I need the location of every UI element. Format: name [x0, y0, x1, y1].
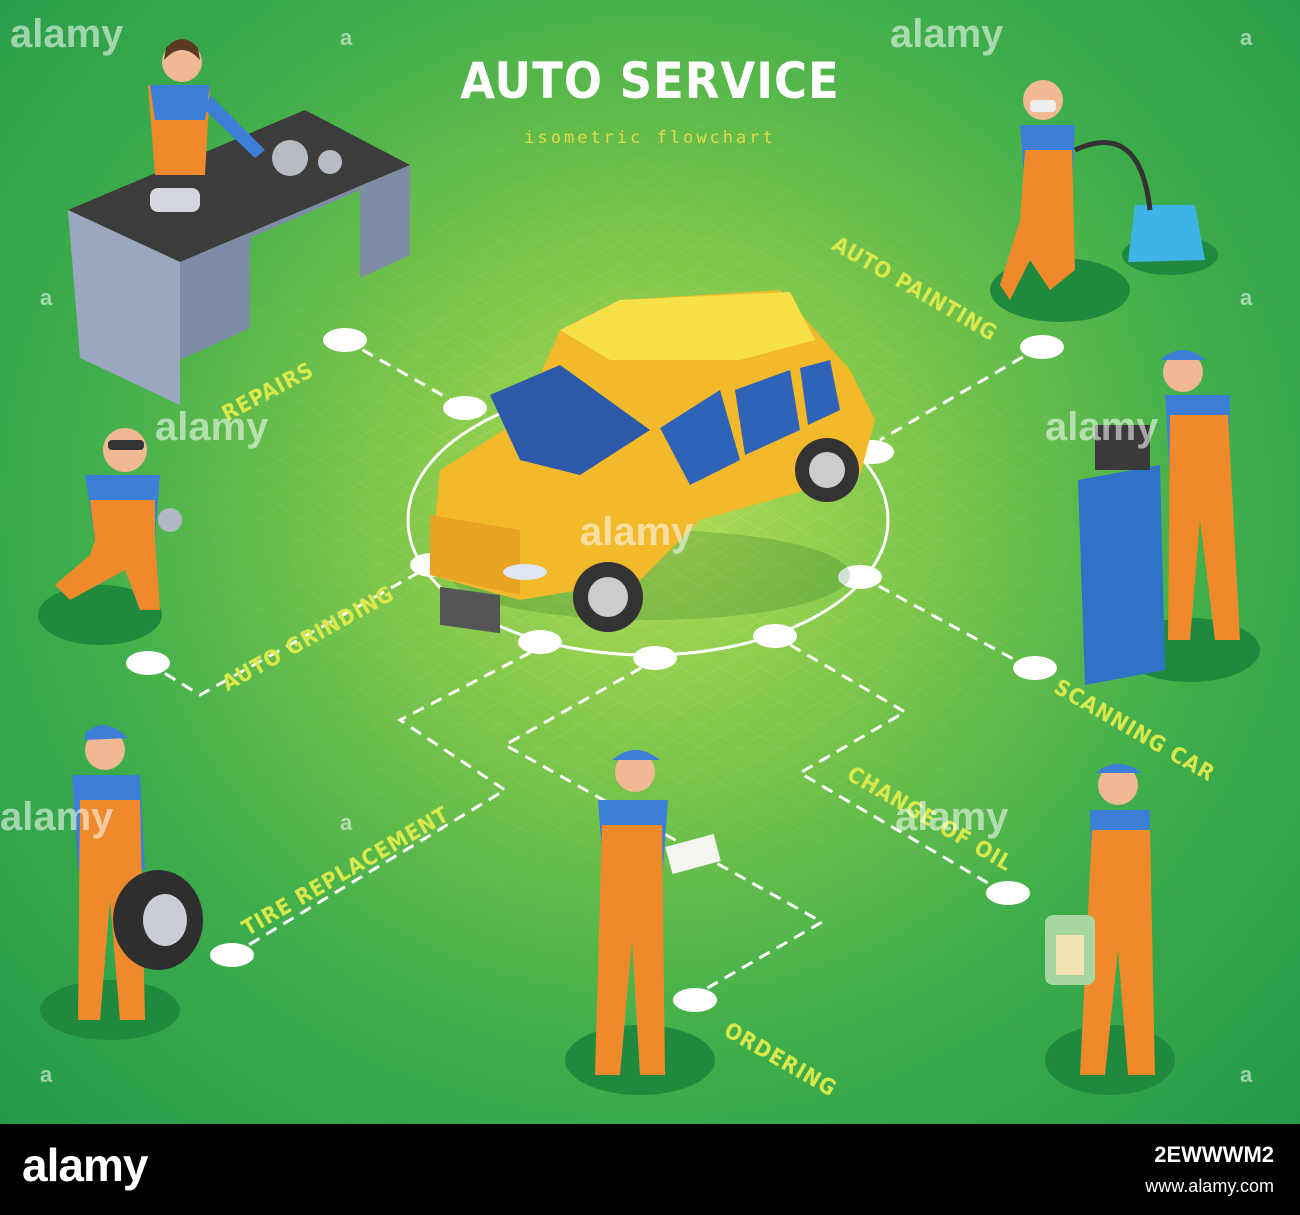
footer-logo: alamy [22, 1139, 148, 1191]
image-id: 2EWWWM2 [1154, 1142, 1274, 1167]
repairs-workbench [68, 110, 410, 405]
watermark-letter: a [1240, 285, 1253, 310]
connector-repairs [344, 338, 466, 410]
workers-illustration [38, 39, 1260, 1095]
worker-repairs [148, 39, 265, 175]
node-auto-grinding [126, 651, 170, 675]
watermark: alamy [0, 795, 114, 839]
watermark-letter: a [1240, 1062, 1253, 1087]
node-auto-painting [1020, 335, 1064, 359]
node-tire-replacement [210, 943, 254, 967]
worker-auto-grinding [38, 428, 182, 645]
node-ring-ordering [633, 646, 677, 670]
flowchart-canvas: AUTO SERVICE isometric flowchart REPAIRS… [0, 0, 1300, 1124]
connector-scanning-car [861, 575, 1031, 670]
watermark: alamy [895, 795, 1009, 839]
watermark-letter: a [40, 285, 53, 310]
watermark-letter: a [340, 810, 353, 835]
watermark: alamy [10, 12, 124, 56]
connector-auto-painting [879, 345, 1041, 442]
footer-url: www.alamy.com [1145, 1176, 1274, 1196]
watermark-letter: a [40, 1062, 53, 1087]
node-change-of-oil [986, 881, 1030, 905]
node-scanning-car [1013, 656, 1057, 680]
car-illustration [430, 290, 875, 634]
watermark-letter: a [1240, 25, 1253, 50]
watermark: alamy [155, 405, 269, 449]
node-repairs [323, 328, 367, 352]
worker-ordering [565, 750, 721, 1095]
watermark-letter: a [340, 25, 353, 50]
node-ring-scanning [838, 565, 882, 589]
worker-scanning-car [1078, 350, 1260, 685]
watermark: alamy [1045, 405, 1159, 449]
watermark: alamy [890, 12, 1004, 56]
watermark: alamy [580, 510, 694, 554]
node-ring-tire [518, 630, 562, 654]
worker-auto-painting [990, 80, 1218, 322]
worker-change-of-oil [1045, 764, 1175, 1095]
footer-bar: alamy 2EWWWM2 www.alamy.com [0, 1124, 1300, 1215]
page-subtitle: isometric flowchart [524, 128, 776, 148]
connector-auto-grinding [147, 563, 433, 697]
page-title: AUTO SERVICE [460, 52, 840, 110]
connector-ordering [501, 658, 826, 1000]
node-ordering [673, 988, 717, 1012]
connector-tire-replacement [231, 643, 546, 957]
node-ring-repairs [443, 396, 487, 420]
worker-tire-replacement [40, 725, 203, 1040]
node-ring-oil [753, 624, 797, 648]
